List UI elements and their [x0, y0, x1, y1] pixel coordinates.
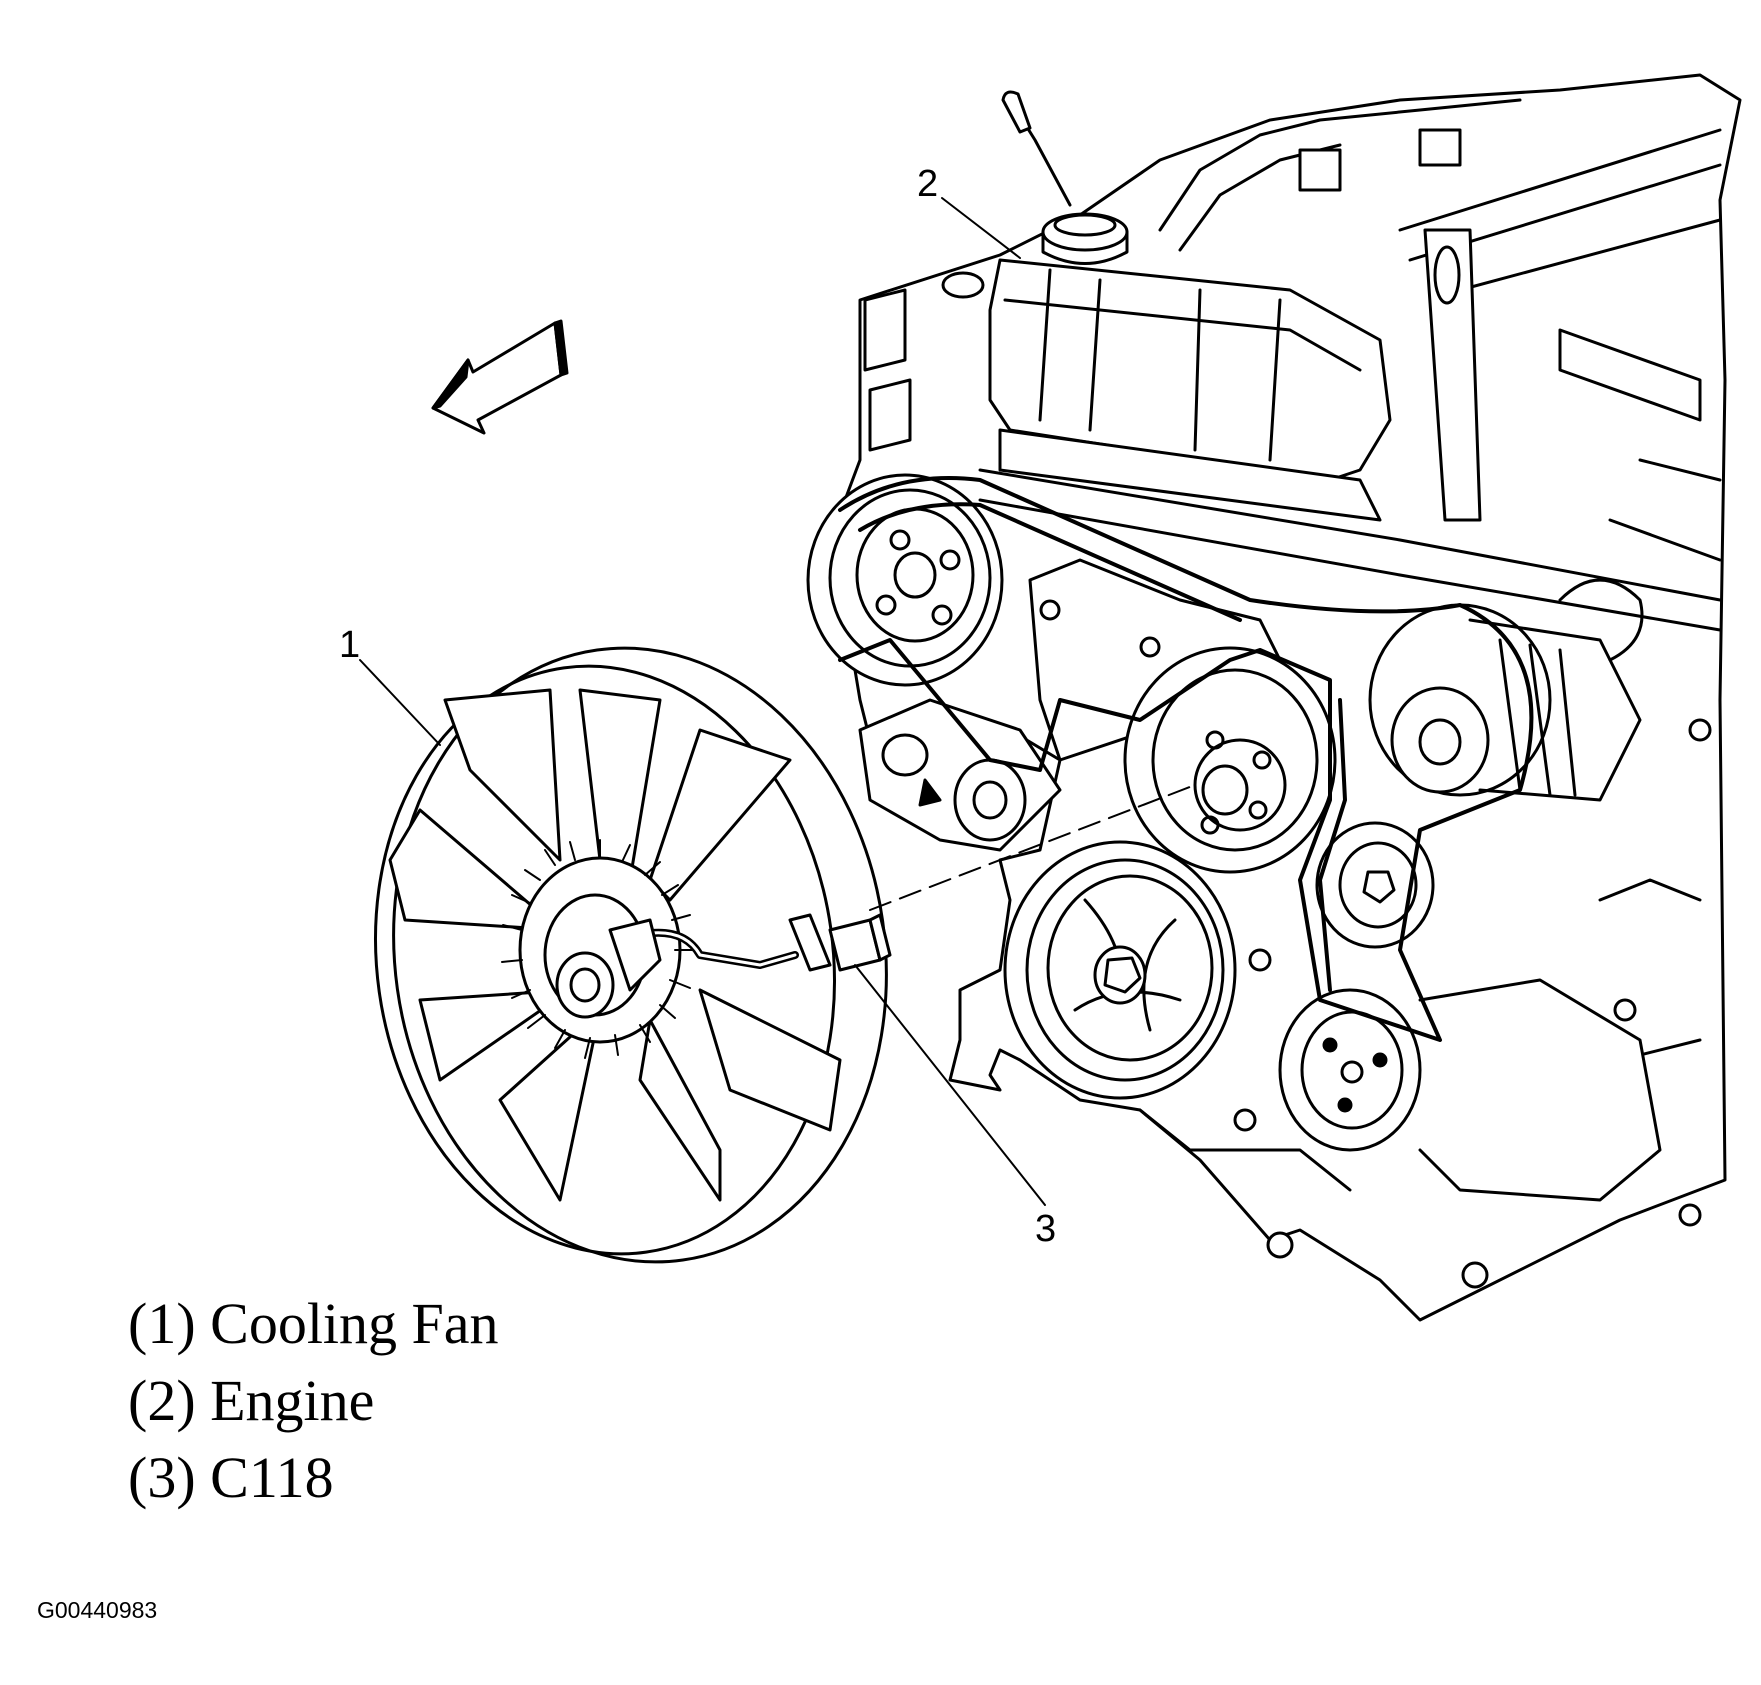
- legend-cooling-fan: (1) Cooling Fan: [128, 1291, 499, 1356]
- drive-belt: [838, 476, 1534, 1042]
- figure-id: G00440983: [37, 1597, 158, 1623]
- callout-2: 2: [917, 163, 939, 205]
- water-pump-pulley: [1123, 646, 1337, 874]
- callout-1: 1: [339, 624, 361, 666]
- leader-line-3: [854, 964, 1046, 1206]
- alignment-dashed-line: [869, 784, 1196, 911]
- c118-connector: [788, 913, 892, 972]
- callout-3: 3: [1035, 1208, 1057, 1250]
- power-steering-pulley: [806, 473, 1004, 687]
- leader-line-1: [359, 659, 441, 746]
- legend-engine: (2) Engine: [128, 1368, 375, 1433]
- leader-line-2: [941, 197, 1021, 259]
- crankshaft-pulley: [1003, 840, 1237, 1100]
- direction-arrow-icon: [431, 319, 569, 435]
- legend-c118: (3) C118: [128, 1445, 334, 1510]
- idler-pulley: [1315, 821, 1435, 949]
